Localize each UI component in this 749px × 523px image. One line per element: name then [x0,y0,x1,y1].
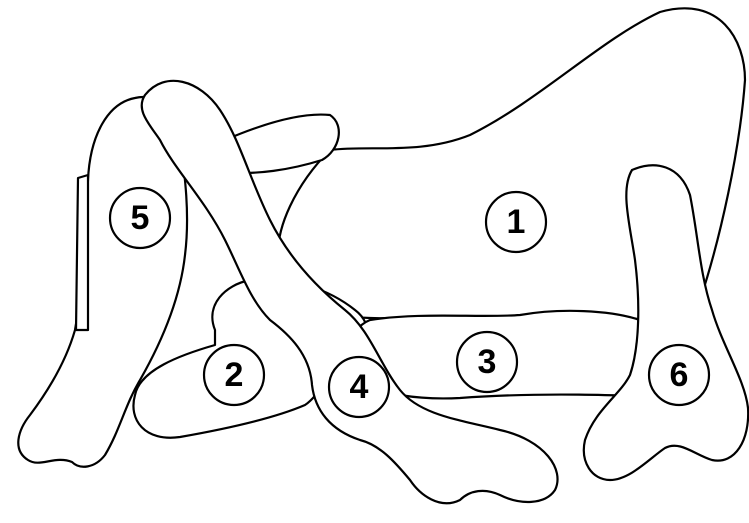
badge-6-label: 6 [670,356,689,394]
badge-6-circle [647,343,711,407]
badge-4-circle [327,355,391,419]
badge-5-label: 5 [131,199,150,237]
badge-5: 5 [108,186,172,250]
badge-3: 3 [455,330,519,394]
badge-1-label: 1 [507,203,526,241]
piece-6-shape [582,164,749,482]
piece-5-edge [74,173,90,332]
badge-4: 4 [327,355,391,419]
badge-5-circle [108,186,172,250]
badge-3-label: 3 [478,343,497,381]
badge-1-circle [484,190,548,254]
badge-2: 2 [202,343,266,407]
badge-2-label: 2 [225,356,244,394]
badge-4-label: 4 [350,368,369,406]
badge-6: 6 [647,343,711,407]
badge-3-circle [455,330,519,394]
badge-2-circle [202,343,266,407]
piece-4-shape [140,79,559,505]
badge-1: 1 [484,190,548,254]
